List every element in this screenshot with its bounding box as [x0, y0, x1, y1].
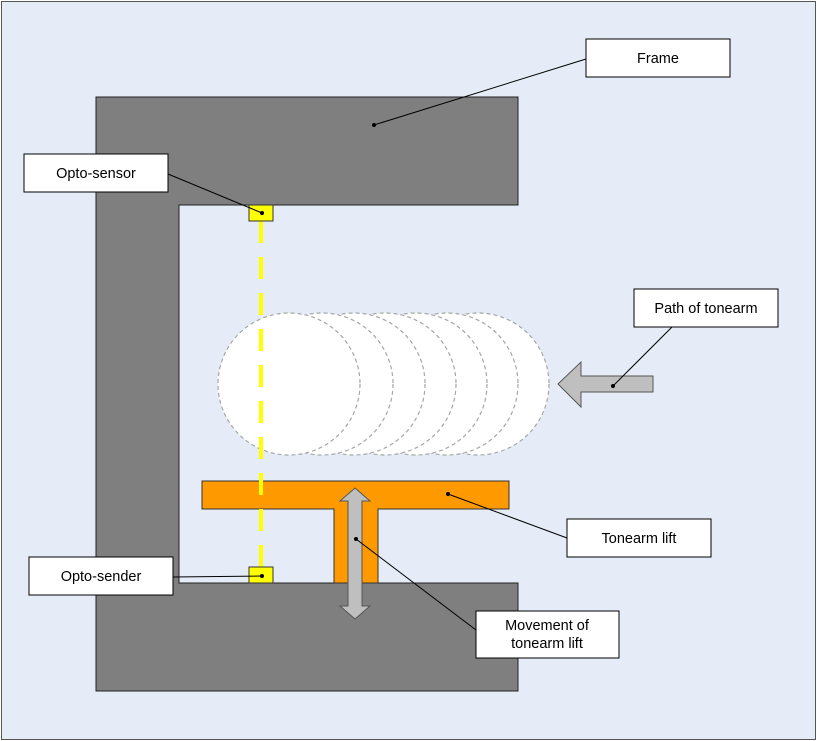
- movement-leader-dot: [354, 537, 358, 541]
- label-opto-sender-text: Opto-sender: [61, 569, 142, 585]
- opto-sender-leader-dot: [260, 574, 264, 578]
- label-tonearm-lift-text: Tonearm lift: [602, 531, 677, 547]
- path-leader-line: [612, 326, 673, 387]
- leader-dots: [260, 123, 615, 578]
- opto-sensor-leader-line: [167, 173, 263, 214]
- label-frame-text: Frame: [637, 51, 679, 67]
- frame-leader-dot: [372, 123, 376, 127]
- tonearm-position-1: [217, 312, 361, 456]
- label-movement-text-line2: tonearm lift: [511, 636, 583, 652]
- path-arrow-icon: [557, 360, 654, 409]
- movement-leader-line: [355, 538, 477, 631]
- label-movement-text-line1: Movement of: [505, 618, 590, 634]
- label-opto-sender-box: [28, 556, 174, 596]
- label-frame: Frame: [585, 38, 731, 78]
- frame-leader-line: [373, 58, 587, 126]
- tonearm-lift-leader-line: [447, 493, 568, 539]
- leader-lines: [167, 58, 673, 631]
- tonearm-lift-leader-dot: [446, 492, 450, 496]
- label-tonearm-lift: Tonearm lift: [566, 518, 712, 558]
- label-opto-sender: Opto-sender: [28, 556, 174, 596]
- label-opto-sensor-box: [23, 153, 169, 193]
- opto-sender-leader-line: [172, 575, 263, 578]
- path-leader-dot: [611, 384, 615, 388]
- label-frame-box: [585, 38, 731, 78]
- movement-arrow-icon: [338, 487, 372, 620]
- label-movement-of-tonearm-lift: Movement of tonearm lift: [475, 610, 620, 659]
- label-path-of-tonearm: Path of tonearm: [633, 288, 779, 328]
- tonearm-path-circles: [217, 312, 550, 456]
- label-movement-box: [475, 610, 620, 659]
- opto-sensor-leader-dot: [260, 211, 264, 215]
- label-path-of-tonearm-box: [633, 288, 779, 328]
- label-path-of-tonearm-text: Path of tonearm: [654, 301, 757, 317]
- label-tonearm-lift-box: [566, 518, 712, 558]
- label-opto-sensor-text: Opto-sensor: [56, 166, 136, 182]
- label-opto-sensor: Opto-sensor: [23, 153, 169, 193]
